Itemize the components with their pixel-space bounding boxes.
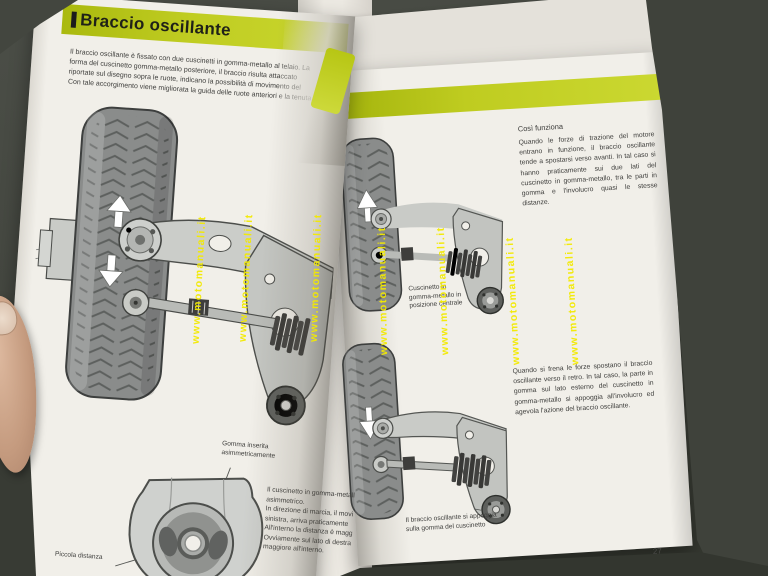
page-number: 27 — [652, 546, 663, 557]
front-pivot-bushing — [118, 218, 162, 262]
braking-paragraph: Quando si frena le forze spostano il bra… — [512, 359, 655, 416]
rubber-boot — [269, 313, 311, 356]
main-suspension-diagram — [35, 106, 335, 426]
title-band-marker — [70, 11, 77, 28]
bushing-caption: Il cuscinetto in gomma-metallo asimmetri… — [262, 486, 356, 555]
label-bushing-centered: Cuscinetto in gomma-metallo in posizione… — [408, 283, 463, 310]
suspension-diagram-traction — [340, 137, 504, 315]
bushing-cross-section-diagram — [115, 467, 264, 576]
inner-pivot-bushing — [370, 208, 392, 230]
left-page: Braccio oscillante Il braccio oscillante… — [0, 0, 356, 576]
rubber-boot — [451, 452, 492, 489]
right-page: Così funziona Quando le forze di trazion… — [328, 51, 693, 567]
rear-rubber-metal-bushing — [266, 385, 306, 426]
suspension-diagram-braking — [342, 342, 511, 525]
rear-rubber-metal-bushing — [476, 286, 504, 315]
down-arrow-icon — [98, 254, 124, 288]
right-title-band — [333, 73, 665, 120]
traction-paragraph: Quando le forze di trazione del motore e… — [518, 131, 658, 208]
up-arrow-icon — [106, 194, 132, 228]
intro-paragraph: Il braccio oscillante è fissato con due … — [68, 48, 332, 107]
how-it-works-heading: Così funziona — [517, 121, 564, 134]
page-title: Braccio oscillante — [79, 10, 232, 40]
leader-line — [473, 508, 483, 511]
up-arrow-icon — [356, 189, 378, 223]
rubber-boot — [445, 247, 483, 279]
